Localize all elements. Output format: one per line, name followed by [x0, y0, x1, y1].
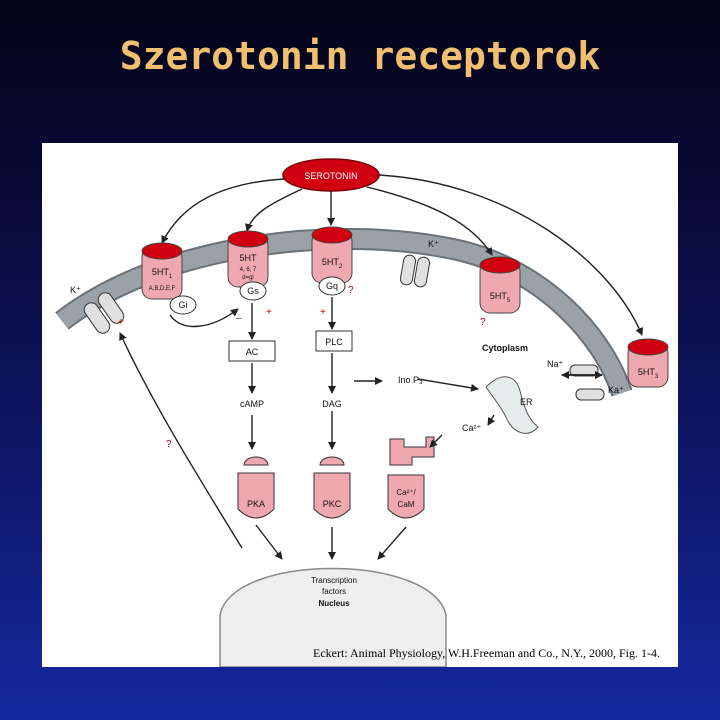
receptor-5ht5 [480, 257, 520, 313]
na-ka-channel [570, 365, 604, 400]
label-k-right: K⁺ [428, 239, 439, 249]
figure-panel: SEROTONIN 5HT1 A,B,D,E,F 5HT 4, 6, 7 d=g… [42, 143, 678, 667]
label-cam-a: Ca²⁺/ [396, 488, 416, 497]
sign-question-left: ? [166, 439, 172, 450]
sign-plus-gi: + [118, 317, 124, 328]
label-cam-b: CaM [398, 500, 415, 509]
label-ip3: Ino P₃ [398, 375, 423, 385]
label-transcription: Transcription [311, 576, 357, 585]
label-5ht1-subtypes: A,B,D,E,F [149, 286, 176, 292]
figure-caption: Eckert: Animal Physiology, W.H.Freeman a… [313, 646, 660, 661]
label-5ht-mid-sub2: d=gl [242, 275, 254, 281]
label-5ht-mid-sub: 4, 6, 7 [240, 267, 257, 273]
k-channel-right [399, 254, 430, 288]
label-ka: Ka⁺ [608, 385, 624, 395]
sign-plus-gs: + [266, 307, 272, 318]
receptor-5ht2 [312, 227, 352, 283]
receptor-5ht3 [628, 339, 668, 387]
label-cytoplasm: Cytoplasm [482, 343, 528, 353]
label-plc: PLC [325, 337, 343, 347]
label-dag: DAG [322, 399, 342, 409]
label-gi: Gi [179, 300, 188, 310]
label-ac: AC [246, 347, 259, 357]
sign-minus-ac: – [236, 313, 242, 324]
serotonin-pathway-diagram: SEROTONIN 5HT1 A,B,D,E,F 5HT 4, 6, 7 d=g… [42, 143, 678, 667]
ca-release-channel [390, 437, 434, 465]
label-5ht-mid: 5HT [239, 253, 257, 263]
serotonin-label: SEROTONIN [304, 171, 357, 181]
label-gq: Gq [326, 281, 338, 291]
label-ca: Ca²⁺ [462, 423, 482, 433]
label-pkc: PKC [323, 499, 342, 509]
sign-question-5ht5: ? [480, 317, 486, 328]
label-er: ER [520, 397, 533, 407]
label-k-left: K⁺ [70, 285, 81, 295]
label-nucleus: Nucleus [318, 599, 350, 608]
label-na: Na⁺ [547, 359, 564, 369]
sign-question-gq: ? [348, 285, 354, 296]
label-gs: Gs [247, 286, 259, 296]
label-pka: PKA [247, 499, 265, 509]
label-factors: factors [322, 587, 346, 596]
sign-plus-gq: + [320, 307, 326, 318]
label-camp: cAMP [240, 399, 264, 409]
slide-title: Szerotonin receptorok [0, 34, 720, 78]
